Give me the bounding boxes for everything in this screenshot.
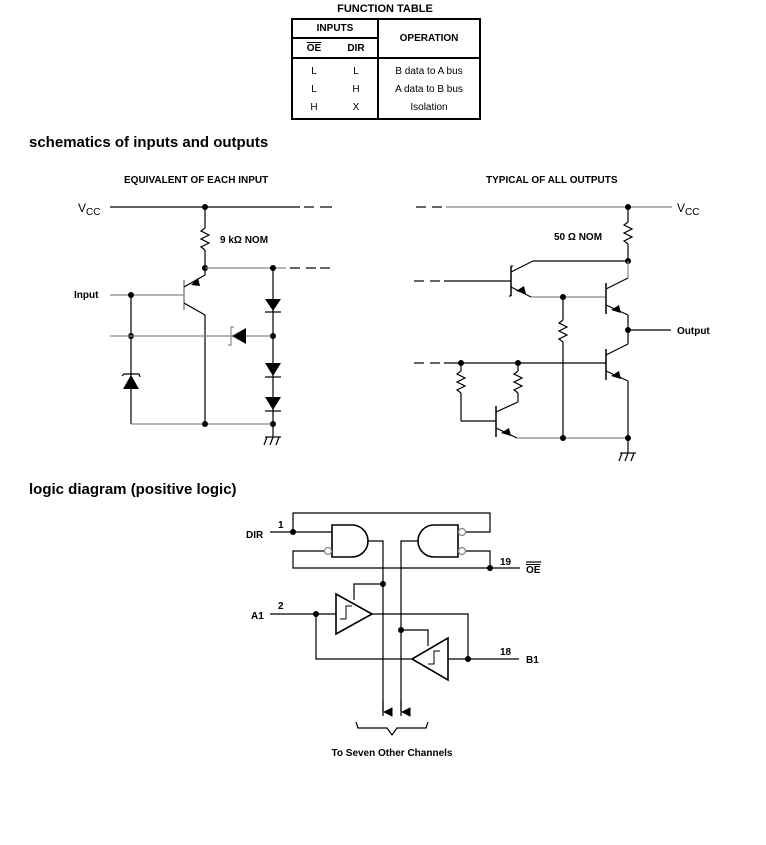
resistor-icon (622, 221, 634, 245)
oe-pin-number: 19 (500, 557, 512, 568)
function-table-title: FUNCTION TABLE (337, 3, 433, 15)
ground-icon (263, 436, 281, 446)
input-label: Input (74, 290, 99, 301)
cell-operation: B data to A bus (395, 65, 463, 77)
ground-icon (618, 452, 636, 462)
cell-operation: Isolation (410, 101, 448, 113)
resistor-label-9k: 9 kΩ NOM (220, 235, 268, 246)
inverter-bubble-icon (323, 546, 333, 556)
schottky-diode-icon (232, 328, 246, 344)
input-circuit-title: EQUIVALENT OF EACH INPUT (124, 175, 269, 186)
emitter-arrow-icon (191, 278, 200, 286)
cell-oe: H (310, 101, 318, 113)
a1-pin-number: 2 (278, 601, 284, 612)
a1-label: A1 (251, 611, 264, 622)
cell-dir: H (335, 80, 379, 98)
output-typical-circuit: VCC 50 Ω NOM Output (414, 201, 710, 462)
table-row: H X Isolation (292, 98, 480, 119)
buffer-reverse-icon (410, 636, 449, 682)
b1-label: B1 (526, 655, 539, 666)
cell-operation: A data to B bus (395, 83, 463, 95)
logic-diagram-title: logic diagram (positive logic) (29, 481, 237, 498)
schematics-title: schematics of inputs and outputs (29, 134, 269, 151)
resistor-icon (557, 319, 569, 343)
resistor-label-50: 50 Ω NOM (554, 232, 602, 243)
zener-diode-icon (123, 375, 139, 389)
logic-diagram: DIR 1 19 OE A1 2 (246, 512, 541, 759)
buffer-forward-icon (335, 592, 374, 636)
inputs-header: INPUTS (292, 19, 379, 39)
brace-icon (355, 721, 429, 737)
resistor-icon (455, 370, 467, 394)
diode-icon (265, 299, 281, 311)
cell-dir: L (335, 58, 379, 80)
table-row: L L B data to A bus (292, 58, 480, 80)
oe-label: OE (526, 565, 541, 576)
dir-header: DIR (335, 38, 379, 59)
operation-header: OPERATION (378, 19, 480, 59)
cell-oe: L (311, 83, 317, 95)
output-label: Output (677, 326, 710, 337)
resistor-icon (512, 370, 524, 394)
input-equivalent-circuit: VCC 9 kΩ NOM Input (74, 201, 332, 446)
diode-icon (265, 397, 281, 410)
dir-pin-number: 1 (278, 520, 284, 531)
cell-dir: X (335, 98, 379, 119)
inverter-bubble-icon (457, 527, 467, 537)
and-gate-icon (331, 524, 369, 558)
vcc-label-input: VCC (78, 201, 100, 218)
output-circuit-title: TYPICAL OF ALL OUTPUTS (486, 175, 618, 186)
table-row: L H A data to B bus (292, 80, 480, 98)
b1-pin-number: 18 (500, 647, 512, 658)
vcc-label-output: VCC (677, 201, 699, 218)
oe-header: OE (306, 42, 322, 54)
dir-label: DIR (246, 530, 264, 541)
inverter-bubble-icon (457, 546, 467, 556)
and-gate-icon (417, 524, 459, 558)
function-table: INPUTS OPERATION OE DIR L L B data to A … (291, 18, 481, 120)
footer-label: To Seven Other Channels (332, 748, 453, 759)
cell-oe: L (311, 65, 317, 77)
diode-icon (265, 363, 281, 376)
resistor-icon (199, 227, 211, 251)
